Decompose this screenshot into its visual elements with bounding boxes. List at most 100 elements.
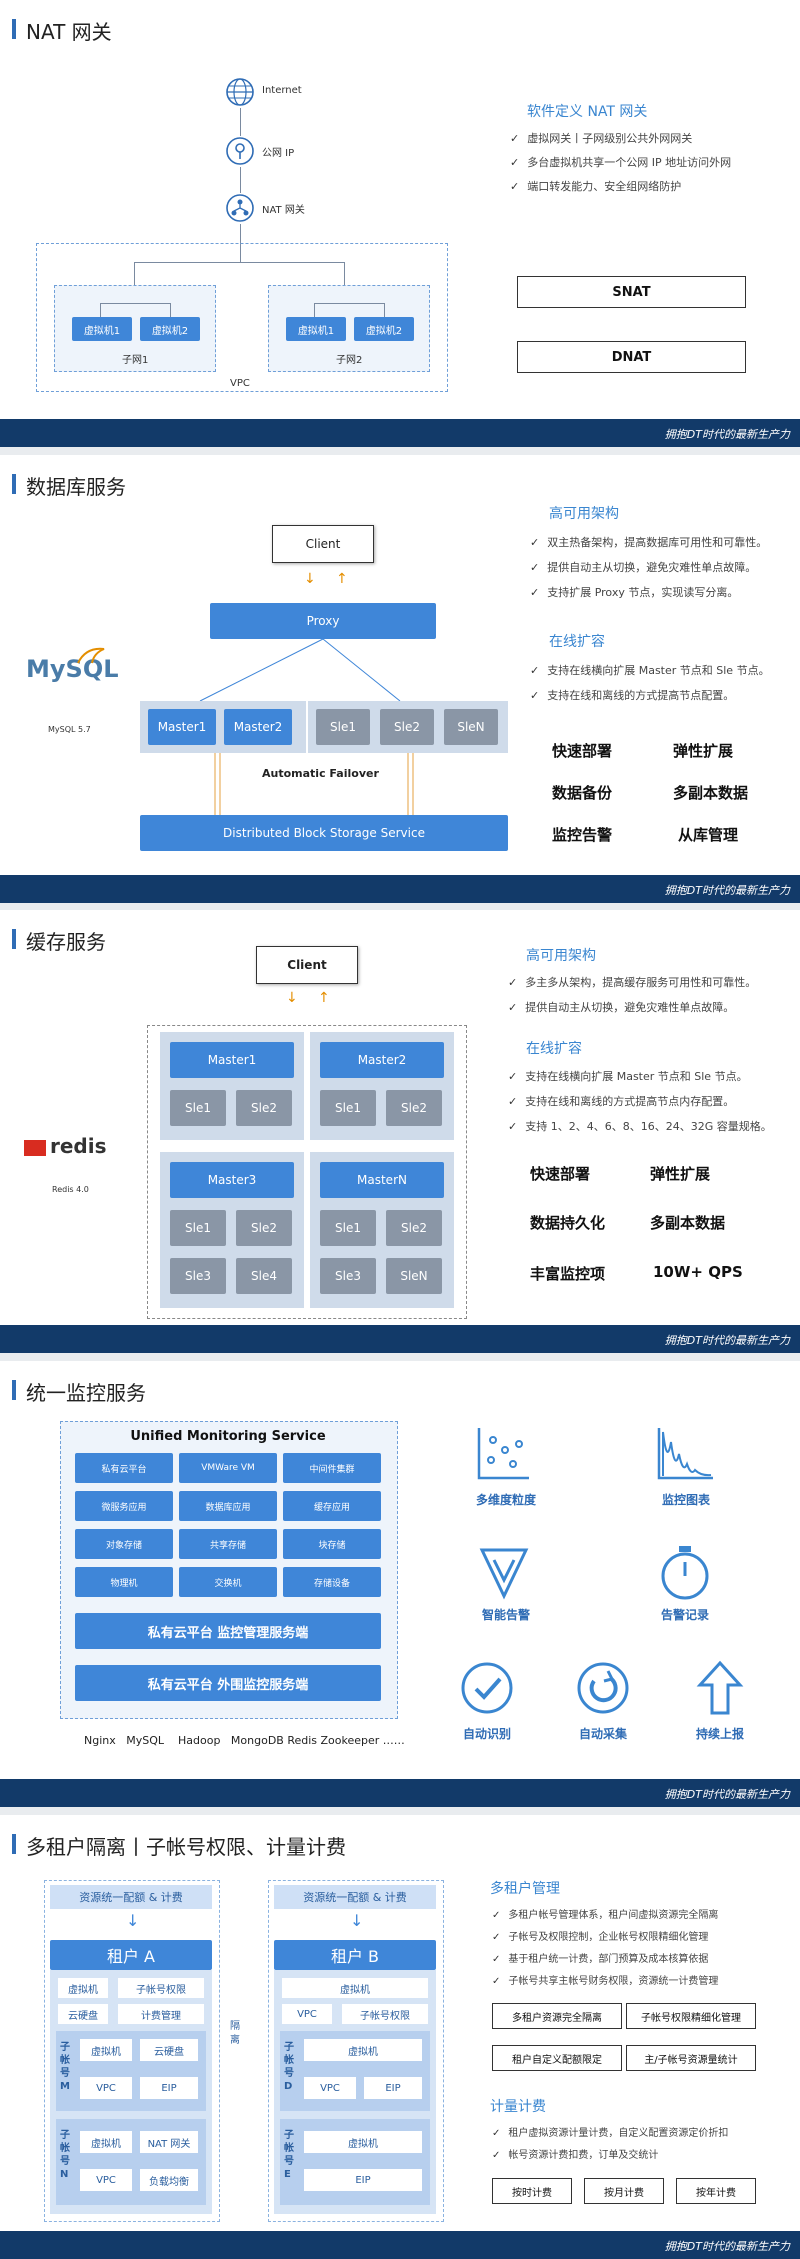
slide-title: 缓存服务 bbox=[12, 926, 106, 955]
sle1-box: Sle1 bbox=[170, 1090, 226, 1126]
dnat-box: DNAT bbox=[517, 341, 746, 373]
icon-label: 持续上报 bbox=[695, 1727, 744, 1741]
resource-item: 云硬盘 bbox=[140, 2039, 198, 2061]
sle3-box: Sle3 bbox=[170, 1258, 226, 1294]
connector bbox=[240, 167, 241, 193]
resource-item: 虚拟机 bbox=[80, 2039, 132, 2061]
resource-item: 云硬盘 bbox=[58, 2004, 108, 2024]
monitor-target: 块存储 bbox=[283, 1529, 381, 1559]
quota-box: 资源统一配额 & 计费 bbox=[274, 1885, 436, 1909]
resource-item: VPC bbox=[304, 2077, 356, 2099]
monitor-target: 存储设备 bbox=[283, 1567, 381, 1597]
tenant-a-header: 租户 A bbox=[50, 1940, 212, 1970]
ha-point: 双主热备架构，提高数据库可用性和可靠性。 bbox=[530, 534, 767, 550]
nat-gateway-label: NAT 网关 bbox=[262, 205, 305, 216]
mgmt-heading: 多租户管理 bbox=[490, 1881, 560, 1897]
resource-item: VPC bbox=[282, 2004, 332, 2024]
failover-label: Automatic Failover bbox=[262, 767, 379, 780]
connector bbox=[134, 262, 344, 263]
vm1-box: 虚拟机1 bbox=[286, 317, 346, 341]
billing-mode-box: 按月计费 bbox=[584, 2178, 664, 2204]
footer-bar: 拥抱DT时代的最新生产力 bbox=[0, 1325, 800, 1353]
internet-label: Internet bbox=[262, 85, 302, 96]
nat-heading: 软件定义 NAT 网关 bbox=[527, 104, 648, 120]
footer-text: 拥抱DT时代的最新生产力 bbox=[664, 1788, 790, 1801]
sle4-box: Sle4 bbox=[236, 1258, 292, 1294]
refresh-icon bbox=[577, 1662, 629, 1714]
quota-box: 资源统一配额 & 计费 bbox=[50, 1885, 212, 1909]
icon-label: 监控图表 bbox=[661, 1493, 710, 1507]
nat-point: 端口转发能力、安全组网络防护 bbox=[510, 178, 681, 194]
monitoring-header: Unified Monitoring Service bbox=[130, 1429, 326, 1444]
monitor-target: VMWare VM bbox=[179, 1453, 277, 1483]
sub-account-label: 子帐号D bbox=[284, 2042, 294, 2092]
snat-box: SNAT bbox=[517, 276, 746, 308]
ha-point: 提供自动主从切换，避免灾难性单点故障。 bbox=[530, 559, 756, 575]
footer-bar: 拥抱DT时代的最新生产力 bbox=[0, 1779, 800, 1807]
sub-account-label: 子帐号N bbox=[60, 2130, 70, 2180]
sle1-box: Sle1 bbox=[316, 709, 370, 745]
peripheral-server-bar: 私有云平台 外围监控服务端 bbox=[75, 1665, 381, 1701]
master1-box: Master1 bbox=[148, 709, 216, 745]
resource-item: 虚拟机 bbox=[282, 1978, 428, 1998]
sle2-box: Sle2 bbox=[380, 709, 434, 745]
arrow-down-icon: ↓ bbox=[304, 571, 316, 587]
sle2-box: Sle2 bbox=[236, 1210, 292, 1246]
scale-point: 支持 1、2、4、6、8、16、24、32G 容量规格。 bbox=[508, 1118, 772, 1134]
icon-label: 告警记录 bbox=[660, 1608, 709, 1622]
monitor-target: 共享存储 bbox=[179, 1529, 277, 1559]
storage-box: Distributed Block Storage Service bbox=[140, 815, 508, 851]
sle1-box: Sle1 bbox=[320, 1210, 376, 1246]
billing-heading: 计量计费 bbox=[490, 2099, 546, 2115]
arrow-up-icon: ↑ bbox=[318, 990, 330, 1006]
footer-text: 拥抱DT时代的最新生产力 bbox=[664, 1334, 790, 1347]
scale-point: 支持在线和离线的方式提高节点配置。 bbox=[530, 687, 734, 703]
vm2-box: 虚拟机2 bbox=[354, 317, 414, 341]
slen-box: SleN bbox=[444, 709, 498, 745]
mysql-version: MySQL 5.7 bbox=[48, 725, 91, 734]
slide-monitoring: 统一监控服务 Unified Monitoring Service 私有云平台 … bbox=[0, 1361, 800, 1807]
resource-item: 子帐号权限 bbox=[118, 1978, 204, 1998]
tenant-a-column bbox=[44, 1880, 220, 2222]
billing-point: 帐号资源计费扣费，订单及交统计 bbox=[492, 2146, 658, 2161]
mgmt-point: 基于租户统一计费，部门预算及成本核算依据 bbox=[492, 1950, 708, 1965]
resource-item: EIP bbox=[364, 2077, 422, 2099]
resource-item: 虚拟机 bbox=[58, 1978, 108, 1998]
connector bbox=[384, 303, 385, 317]
slide-title: NAT 网关 bbox=[12, 16, 112, 45]
slide-title: 多租户隔离丨子帐号权限、计量计费 bbox=[12, 1831, 346, 1860]
stopwatch-icon bbox=[661, 1546, 709, 1600]
resource-item: VPC bbox=[80, 2169, 132, 2191]
nat-point: 多台虚拟机共享一个公网 IP 地址访问外网 bbox=[510, 154, 731, 170]
icon-label: 多维度粒度 bbox=[475, 1493, 536, 1507]
billing-mode-box: 按年计费 bbox=[676, 2178, 756, 2204]
mgmt-feature-box: 子帐号权限精细化管理 bbox=[626, 2003, 756, 2029]
scale-point: 支持在线横向扩展 Master 节点和 Sle 节点。 bbox=[530, 662, 769, 678]
scale-heading: 在线扩容 bbox=[526, 1041, 582, 1057]
master2-box: Master2 bbox=[224, 709, 292, 745]
alert-icon bbox=[479, 1548, 529, 1600]
vpc-label: VPC bbox=[230, 378, 250, 389]
scale-point: 支持在线和离线的方式提高节点内存配置。 bbox=[508, 1093, 734, 1109]
proxy-links bbox=[199, 638, 414, 815]
slide-nat: NAT 网关 Internet 公网 IP NAT 网关 虚拟机1 虚拟机2 子… bbox=[0, 0, 800, 447]
supported-services: Nginx MySQL Hadoop MongoDB Redis Zookeep… bbox=[84, 1734, 405, 1747]
sub-account-label: 子帐号E bbox=[284, 2130, 294, 2180]
feature: 10W+ QPS bbox=[653, 1263, 743, 1281]
slide-multi-tenant: 多租户隔离丨子帐号权限、计量计费 资源统一配额 & 计费 ↓ 租户 A 虚拟机 … bbox=[0, 1815, 800, 2259]
sub-account-label: 子帐号M bbox=[60, 2042, 70, 2092]
redis-cube-icon bbox=[24, 1139, 46, 1156]
footer-text: 拥抱DT时代的最新生产力 bbox=[664, 884, 790, 897]
slide-cache: 缓存服务 redis Redis 4.0 Client ↓ ↑ Master1 … bbox=[0, 910, 800, 1353]
resource-item: EIP bbox=[140, 2077, 198, 2099]
ha-heading: 高可用架构 bbox=[549, 506, 619, 522]
resource-item: 虚拟机 bbox=[304, 2131, 422, 2153]
nat-point: 虚拟网关丨子网级别公共外网网关 bbox=[510, 130, 692, 146]
redis-version: Redis 4.0 bbox=[52, 1185, 89, 1194]
slide-title: 数据库服务 bbox=[12, 471, 126, 500]
arrow-down-icon: ↓ bbox=[286, 990, 298, 1006]
vpc-boundary bbox=[36, 243, 448, 392]
connector bbox=[314, 303, 315, 317]
client-box: Client bbox=[272, 525, 374, 563]
resource-item: EIP bbox=[304, 2169, 422, 2191]
